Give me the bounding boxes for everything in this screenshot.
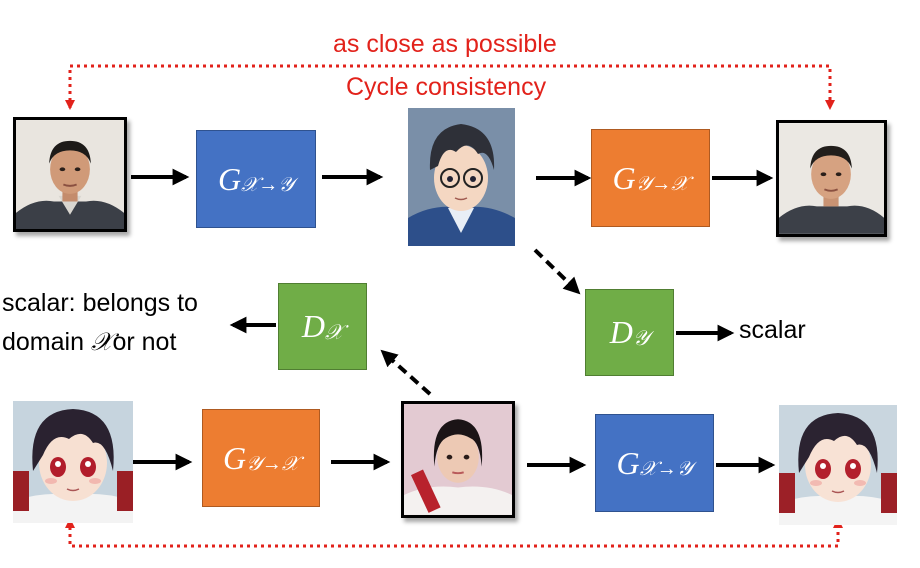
anime-girl-input xyxy=(13,401,133,523)
cycle-consistency-label: Cycle consistency xyxy=(346,73,547,101)
dashed-arrow-to-dx xyxy=(380,349,432,396)
anime-face-generated xyxy=(408,108,515,246)
reconstructed-face-photo xyxy=(776,120,887,237)
scalar-left-line1: scalar: belongs to xyxy=(2,289,198,317)
real-girl-photo-generated xyxy=(401,401,515,518)
reconstructed-face-image xyxy=(779,123,884,234)
anime-girl-image xyxy=(13,401,133,523)
scalar-right-label: scalar xyxy=(739,316,806,344)
scalar-left-line2: domain 𝒳or not xyxy=(2,328,177,356)
reconstructed-anime-image xyxy=(779,405,897,525)
top-cycle-bracket xyxy=(64,64,836,111)
dashed-arrow-to-dy xyxy=(533,248,581,295)
real-face-photo-input xyxy=(13,117,127,232)
reconstructed-anime-girl xyxy=(779,405,897,525)
anime-face-image xyxy=(408,108,515,246)
real-girl-image xyxy=(404,404,512,515)
close-label: as close as possible xyxy=(333,30,557,58)
real-face-image xyxy=(16,120,124,229)
bottom-cycle-bracket xyxy=(64,517,844,548)
